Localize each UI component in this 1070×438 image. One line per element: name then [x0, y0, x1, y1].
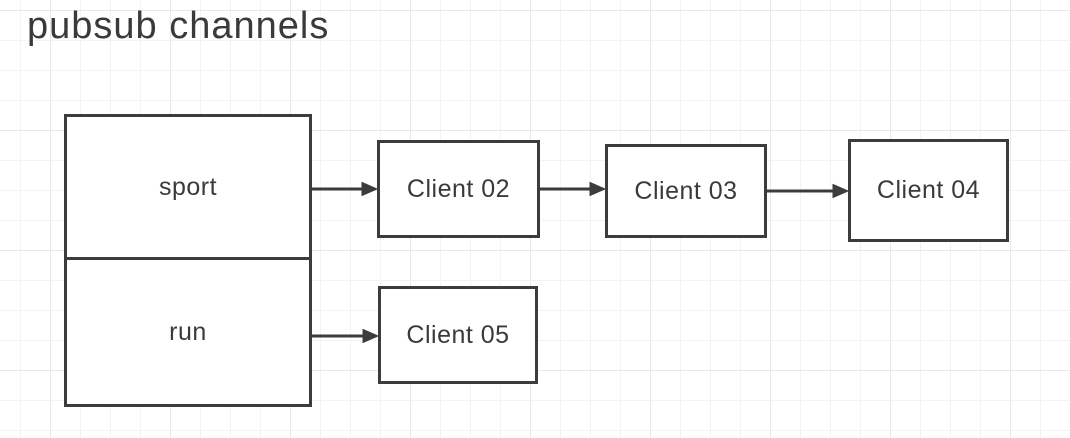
- arrow-sport-to-client02: [312, 181, 379, 197]
- client-03-label: Client 03: [634, 176, 738, 205]
- arrow-run-to-client05: [312, 328, 380, 344]
- node-channels-group[interactable]: sport run: [64, 114, 312, 407]
- node-client-05[interactable]: Client 05: [378, 286, 538, 384]
- diagram-title: pubsub channels: [27, 5, 330, 47]
- node-channel-run[interactable]: run: [67, 260, 309, 404]
- channel-run-label: run: [169, 317, 207, 346]
- node-client-02[interactable]: Client 02: [377, 140, 540, 238]
- client-04-label: Client 04: [876, 176, 981, 204]
- node-channel-sport[interactable]: sport: [67, 117, 309, 260]
- channel-sport-label: sport: [158, 172, 218, 201]
- arrow-client03-to-client04: [767, 183, 850, 199]
- arrow-client02-to-client03: [540, 181, 607, 197]
- client-05-label: Client 05: [406, 320, 510, 349]
- node-client-03[interactable]: Client 03: [605, 144, 767, 238]
- node-client-04[interactable]: Client 04: [848, 139, 1009, 242]
- client-02-label: Client 02: [406, 174, 511, 203]
